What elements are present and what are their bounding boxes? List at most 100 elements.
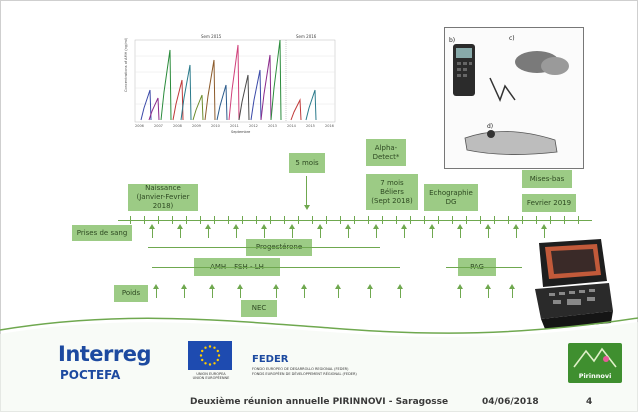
amh-chart-svg: Sem 2015 Sem 2016 Concentrations of AMH …	[124, 34, 336, 134]
sampling-arrow	[301, 284, 307, 298]
sampling-arrow	[397, 284, 403, 298]
timeline-tick	[536, 216, 537, 224]
timeline-tick	[382, 216, 383, 224]
timeline-tick	[270, 216, 271, 224]
sampling-arrow	[237, 284, 243, 298]
box-prises-de-sang: Prises de sang	[72, 225, 132, 241]
chart-series-line	[305, 89, 317, 121]
eu-flag-icon	[188, 341, 232, 370]
sampling-arrow	[233, 224, 239, 238]
chart-top-label-right: Sem 2016	[296, 34, 317, 39]
sampling-arrow	[345, 224, 351, 238]
five-months-arrow	[306, 176, 307, 206]
chart-series-line	[204, 59, 216, 121]
chart-x-tick: 2016	[325, 124, 334, 128]
sampling-arrow	[485, 284, 491, 298]
device-label-d: d)	[487, 123, 493, 130]
sampling-arrow	[273, 284, 279, 298]
timeline-tick	[480, 216, 481, 224]
pirinnovi-logo: Pirinnovi	[568, 343, 622, 383]
chart-x-tick: 2012	[249, 124, 258, 128]
chart-series-line	[140, 89, 152, 121]
timeline-tick	[144, 216, 145, 224]
chart-x-tick: 2013	[268, 124, 277, 128]
chart-x-tick: 2010	[211, 124, 220, 128]
chart-series-line	[180, 64, 192, 121]
sampling-arrow	[513, 224, 519, 238]
progesterone-range-line	[148, 247, 380, 248]
chart-x-tick: 2015	[306, 124, 315, 128]
timeline-tick	[312, 216, 313, 224]
poctefa-logo: POCTEFA	[60, 368, 121, 382]
timeline-tick	[256, 216, 257, 224]
timeline-tick	[284, 216, 285, 224]
pirinnovi-label: Pirinnovi	[578, 372, 612, 380]
chart-xlabel: Septembre	[231, 130, 250, 134]
sampling-arrow	[317, 224, 323, 238]
chart-top-label-left: Sem 2015	[201, 34, 222, 39]
ultrasound-scanner-icon	[535, 239, 613, 329]
feder-subtitle: FONDO EUROPEO DE DESARROLLO REGIONAL (FE…	[252, 367, 357, 376]
timeline-tick	[368, 216, 369, 224]
timeline-tick	[298, 216, 299, 224]
amh-range-line	[152, 267, 400, 268]
timeline-tick	[564, 216, 565, 224]
chart-series-line	[192, 94, 204, 121]
timeline-tick	[508, 216, 509, 224]
chart-series-line	[238, 74, 250, 121]
timeline-tick	[522, 216, 523, 224]
chart-series-line	[270, 39, 282, 121]
sampling-arrow	[205, 224, 211, 238]
device-label-c: c)	[509, 35, 515, 42]
box-mises-bas: Mises-bas	[522, 170, 572, 188]
slide-date: 04/06/2018	[482, 397, 539, 407]
timeline-tick	[228, 216, 229, 224]
chart-x-tick: 2009	[192, 124, 201, 128]
box-alpha-detect: Alpha- Detect*	[366, 139, 406, 166]
timeline-tick	[396, 216, 397, 224]
sampling-arrow	[509, 284, 515, 298]
chart-series-line	[216, 84, 228, 121]
sampling-arrow	[401, 224, 407, 238]
chart-x-tick: 2014	[287, 124, 297, 128]
sampling-arrow	[153, 284, 159, 298]
footer-wave-decoration	[0, 317, 638, 412]
timeline-tick	[326, 216, 327, 224]
chart-series-line	[250, 69, 262, 121]
timeline-axis	[118, 220, 592, 221]
chart-series-line	[148, 97, 160, 121]
interreg-logo: Interreg	[58, 342, 152, 366]
timeline-tick	[466, 216, 467, 224]
sampling-arrow	[429, 224, 435, 238]
box-5-mois: 5 mois	[289, 153, 325, 173]
sampling-arrow	[541, 224, 547, 238]
timeline-tick	[354, 216, 355, 224]
timeline-tick	[200, 216, 201, 224]
sampling-arrow	[367, 284, 373, 298]
box-poids: Poids	[114, 285, 148, 302]
sampling-arrow	[261, 224, 267, 238]
box-naissance: Naissance (Janvier-Fevrier 2018)	[128, 184, 198, 211]
chart-x-tick: 2011	[230, 124, 239, 128]
chart-ylabel: Concentrations of AMH (ng/ml)	[124, 37, 128, 92]
timeline-tick	[424, 216, 425, 224]
sampling-arrow	[177, 224, 183, 238]
timeline-tick	[452, 216, 453, 224]
timeline-tick	[438, 216, 439, 224]
chart-x-tick: 2006	[135, 124, 144, 128]
timeline-tick	[130, 216, 131, 224]
device-label-b: b)	[449, 37, 455, 44]
feder-logo: FEDER	[252, 354, 289, 365]
sampling-arrow	[373, 224, 379, 238]
timeline-tick	[578, 216, 579, 224]
timeline-tick	[494, 216, 495, 224]
timeline-tick	[550, 216, 551, 224]
timeline-tick	[410, 216, 411, 224]
timeline-tick	[186, 216, 187, 224]
sampling-arrow	[181, 284, 187, 298]
timeline-tick	[172, 216, 173, 224]
sensor-harness-icon	[464, 131, 558, 155]
box-echographie: Echographie DG	[424, 184, 478, 211]
pirinnovi-mountain-icon	[573, 347, 617, 368]
